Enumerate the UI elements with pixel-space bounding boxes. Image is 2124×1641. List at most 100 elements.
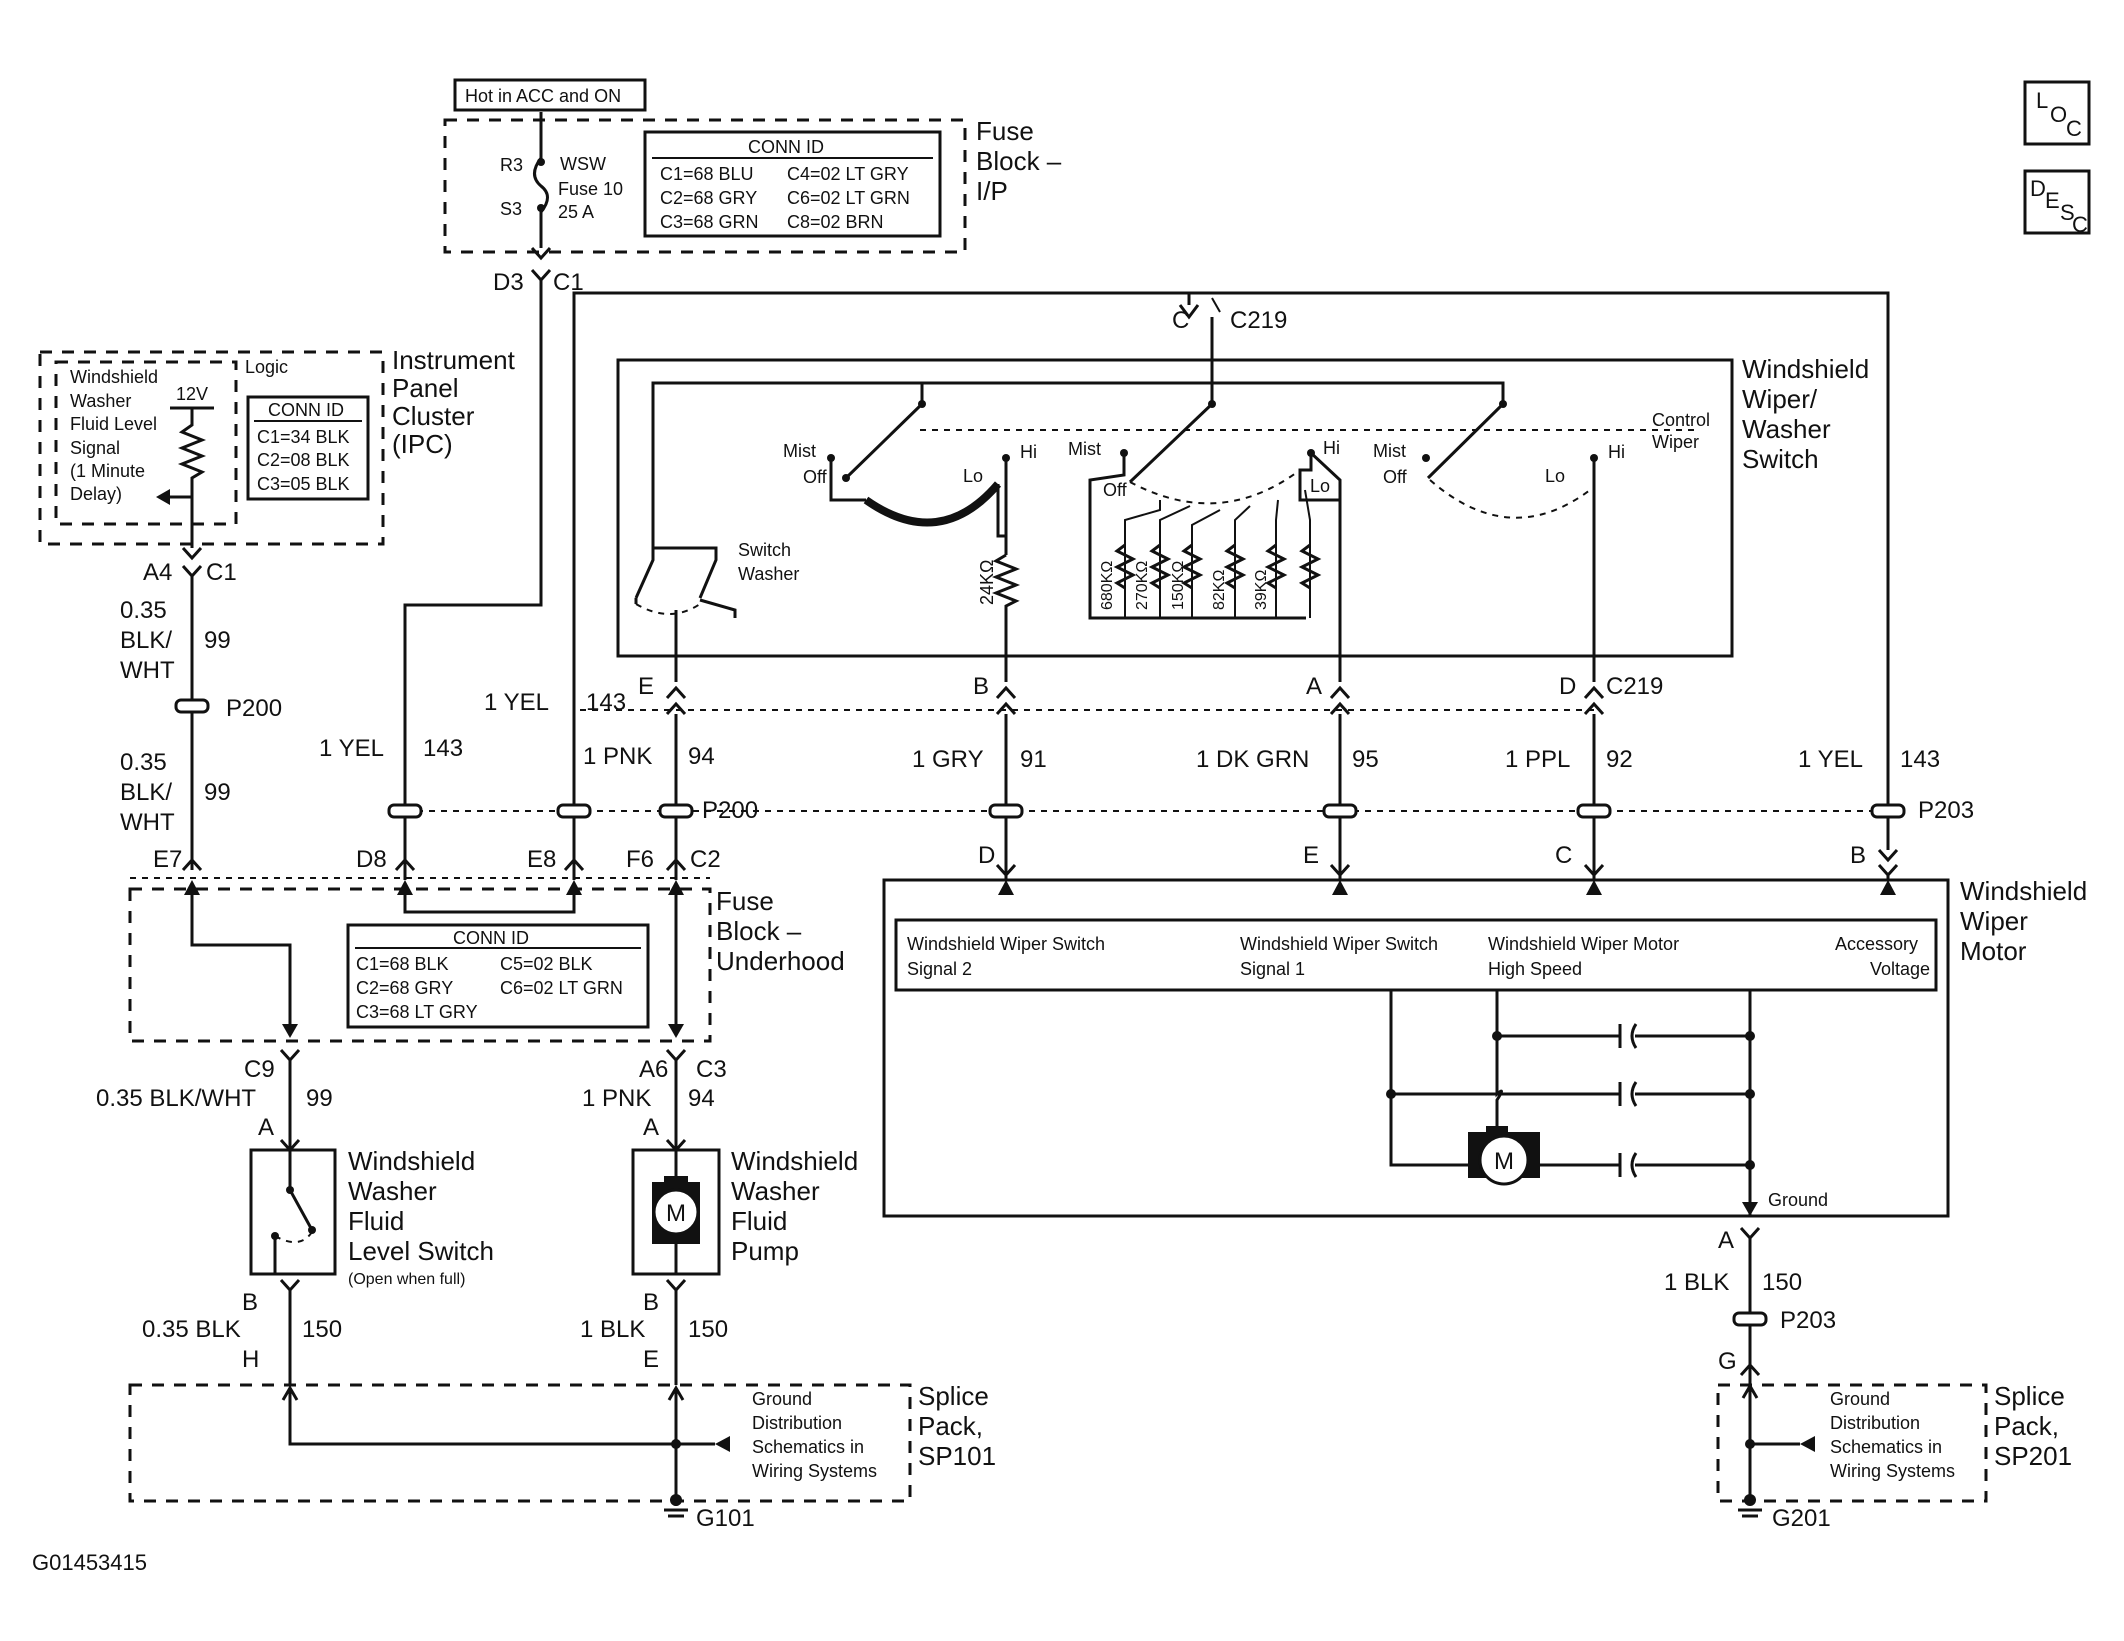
switch1-lo: Lo [963,466,983,486]
pin-a4: A4 [143,559,172,586]
ipc-12v-label: 12V [176,384,208,404]
motor-ground-label: Ground [1768,1190,1828,1210]
svg-text:Pump: Pump [731,1236,799,1266]
switch2-off: Off [1103,480,1128,500]
pin-d8: D8 [356,846,387,873]
res-150k-label: 150KΩ [1170,561,1187,610]
sp201-note: Ground Distribution Schematics in Wiring… [1830,1389,1955,1481]
p203-splice-ground [1732,1311,1768,1327]
fuse-block-underhood-label: Fuse Block – Underhood [716,886,845,976]
wire-143-label-b: 143 [586,689,626,716]
pin-d: D [1559,673,1576,700]
wiper-motor-label: Windshield Wiper Motor [1960,876,2087,966]
fuse-wsw-icon [533,112,549,248]
fuse-block-ip [443,118,967,254]
svg-text:Delay): Delay) [70,484,122,504]
svg-text:CONN ID: CONN ID [453,928,529,948]
svg-text:Washer: Washer [1742,414,1831,444]
pin-c9: C9 [244,1056,275,1083]
svg-text:Switch: Switch [738,540,791,560]
pin-e8: E8 [527,846,556,873]
res-270k-label: 270KΩ [1134,561,1151,610]
svg-text:SP101: SP101 [918,1441,996,1471]
svg-text:Signal: Signal [70,438,120,458]
hot-label: Hot in ACC and ON [453,78,647,112]
svg-text:C6=02 LT GRN: C6=02 LT GRN [500,978,623,998]
p203-splice-143 [1870,803,1906,819]
wire-92-label-a: 1 PPL [1505,746,1570,773]
svg-text:0.35: 0.35 [120,749,167,776]
svg-text:Wiper: Wiper [1652,432,1699,452]
svg-text:Ground: Ground [752,1389,812,1409]
svg-text:Control: Control [1652,410,1710,430]
svg-text:Windshield: Windshield [1742,354,1869,384]
fuse-block-ip-label: Fuse Block – I/P [976,116,1062,206]
motor-pin-c: C [1555,842,1572,869]
svg-text:Wiring Systems: Wiring Systems [752,1461,877,1481]
svg-text:Block –: Block – [976,146,1062,176]
svg-text:CONN ID: CONN ID [268,400,344,420]
loc-char-1: L [2036,88,2048,113]
svg-text:0.35: 0.35 [120,597,167,624]
fuse-block-underhood [128,887,712,1043]
svg-text:Fluid: Fluid [348,1206,404,1236]
p200-splice-94 [658,803,694,819]
p203-splice-95 [1322,803,1358,819]
wire-143-label-f: 143 [1900,746,1940,773]
wiper-motor-icon: M [1468,1126,1540,1186]
ipc-resistor-icon [168,408,207,499]
pin-h: H [242,1346,259,1373]
switch2-mist: Mist [1068,439,1101,459]
wire-150-label-e: 1 BLK [580,1316,645,1343]
p203-label-1: P203 [1918,797,1974,824]
pin-ipc-c1: C1 [206,559,237,586]
p203-label-2: P203 [1780,1307,1836,1334]
switch1-off: Off [803,467,828,487]
level-switch-pin-b: B [242,1289,258,1316]
wire-150-label-b: 150 [1762,1269,1802,1296]
ipc-conn-id: CONN ID C1=34 BLK C2=08 BLK C3=05 BLK [246,395,370,501]
res-82k-label: 82KΩ [1211,570,1228,610]
ipc-logic-label: Logic [245,357,288,377]
figure-id: G01453415 [32,1550,147,1575]
wire-143-label-e: 1 YEL [1798,746,1863,773]
svg-text:Windshield: Windshield [731,1146,858,1176]
level-switch-pin-a: A [258,1114,274,1141]
switch3-off: Off [1383,467,1408,487]
level-switch-label: Windshield Washer Fluid Level Switch (Op… [348,1146,494,1288]
pump-motor-icon: M [652,1176,700,1244]
sp101-label: Splice Pack, SP101 [918,1381,996,1471]
svg-text:Underhood: Underhood [716,946,845,976]
switch3-hi: Hi [1608,442,1625,462]
desc-button[interactable]: D E S C [2023,169,2091,237]
motor-pin-a: A [1718,1227,1734,1254]
switch2-hi: Hi [1323,438,1340,458]
svg-text:C1=34 BLK: C1=34 BLK [257,427,350,447]
loc-button[interactable]: L O C [2023,80,2091,146]
wire-143-label-c: 1 YEL [319,735,384,762]
wire-94-label-b: 94 [688,743,715,770]
svg-text:M: M [1494,1148,1514,1175]
p200-splice-1 [174,698,210,714]
p200-label-1: P200 [226,695,282,722]
svg-text:C4=02 LT GRY: C4=02 LT GRY [787,164,909,184]
svg-text:Accessory: Accessory [1835,934,1918,954]
p200-label-2: P200 [702,797,758,824]
res-39k-label: 39KΩ [1253,570,1270,610]
motor-pin-b: B [1850,842,1866,869]
pin-r3: R3 [500,155,523,175]
svg-text:C1=68 BLU: C1=68 BLU [660,164,754,184]
resistor-24k-icon [991,553,1021,682]
washer-fluid-level-switch [249,1148,337,1276]
svg-text:Windshield Wiper Switch: Windshield Wiper Switch [907,934,1105,954]
motor-label-signal-2: Windshield Wiper Switch Signal 2 [907,934,1105,979]
pin-g: G [1718,1348,1737,1375]
fuse-name: WSW [560,154,606,174]
svg-text:99: 99 [204,779,231,806]
desc-char-3: S [2060,200,2075,225]
svg-text:Fuse: Fuse [716,886,774,916]
svg-text:Washer: Washer [731,1176,820,1206]
wire-95-label-a: 1 DK GRN [1196,746,1309,773]
wire-143-label-a: 1 YEL [484,689,549,716]
svg-text:Windshield Wiper Motor: Windshield Wiper Motor [1488,934,1679,954]
